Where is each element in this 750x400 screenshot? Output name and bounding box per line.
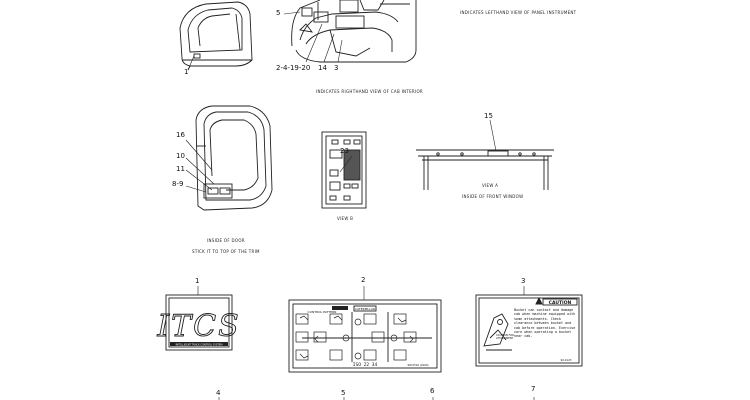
cab-exterior-drawing xyxy=(179,1,253,71)
caution-part: 9X-0123 xyxy=(561,358,572,362)
bottom-number-4: 4 xyxy=(216,389,221,397)
callout-14: 14 xyxy=(318,64,327,72)
decal-number-3: 3 xyxy=(521,277,526,285)
caption-view-b: VIEW B xyxy=(337,216,354,221)
bottom-number-5: 5 xyxy=(341,389,346,397)
control-pattern-decal xyxy=(288,299,442,373)
itcs-decal-subtitle: INTELLIGENT TRACK CONTROL SYSTEM xyxy=(176,343,223,346)
cab-interior-drawing xyxy=(291,0,417,63)
callout-cab-1: 1 xyxy=(184,68,189,76)
bottom-number-7: 7 xyxy=(531,385,536,393)
decal-number-2: 2 xyxy=(361,276,366,284)
callout-11: 11 xyxy=(176,165,185,173)
callout-15: 15 xyxy=(484,112,493,120)
callout-5: 5 xyxy=(276,9,281,17)
control-pattern-footer: ISO 22 34 xyxy=(353,362,378,368)
caution-sidebar: CAUTION FOR ATTACHMENT xyxy=(496,334,514,341)
control-pattern-brand: CATERPILLAR xyxy=(355,307,375,311)
caption-panel-left-view: INDICATES LEFTHAND VIEW OF PANEL INSTRUM… xyxy=(460,10,577,15)
decal-number-1: 1 xyxy=(195,277,200,285)
control-pattern-header: CONTROL PATTERN xyxy=(308,310,337,314)
itcs-decal xyxy=(165,294,233,351)
callout-2-4-19-20: 2-4-19-20 xyxy=(276,64,311,72)
caution-title: CAUTION xyxy=(549,300,572,306)
caption-cab-interior-right: INDICATES RIGHTHAND VIEW OF CAB INTERIOR xyxy=(316,89,423,94)
caption-inside-door: INSIDE OF DOOR xyxy=(207,238,245,243)
callout-23: 23 xyxy=(340,147,349,155)
bottom-number-6: 6 xyxy=(430,387,435,395)
control-pattern-icons xyxy=(295,313,417,361)
caution-decal xyxy=(475,294,583,367)
callout-8-9: 8-9 xyxy=(172,180,184,188)
callout-3: 3 xyxy=(334,64,339,72)
caption-inside-front-window: INSIDE OF FRONT WINDOW xyxy=(462,194,524,199)
front-window-drawing xyxy=(416,149,554,190)
caption-view-a: VIEW A xyxy=(482,183,499,188)
control-pattern-part: 9W-5516 (2009) xyxy=(407,363,428,367)
itcs-decal-text: ITCS xyxy=(156,309,240,344)
console-panel-drawing xyxy=(321,131,367,209)
door-inside-drawing xyxy=(195,105,273,211)
caption-stick-note: STICK IT TO TOP OF THE TRIM xyxy=(192,249,260,254)
caution-body: Bucket can contact and damage cab when m… xyxy=(514,308,576,339)
callout-16: 16 xyxy=(176,131,185,139)
callout-10: 10 xyxy=(176,152,185,160)
